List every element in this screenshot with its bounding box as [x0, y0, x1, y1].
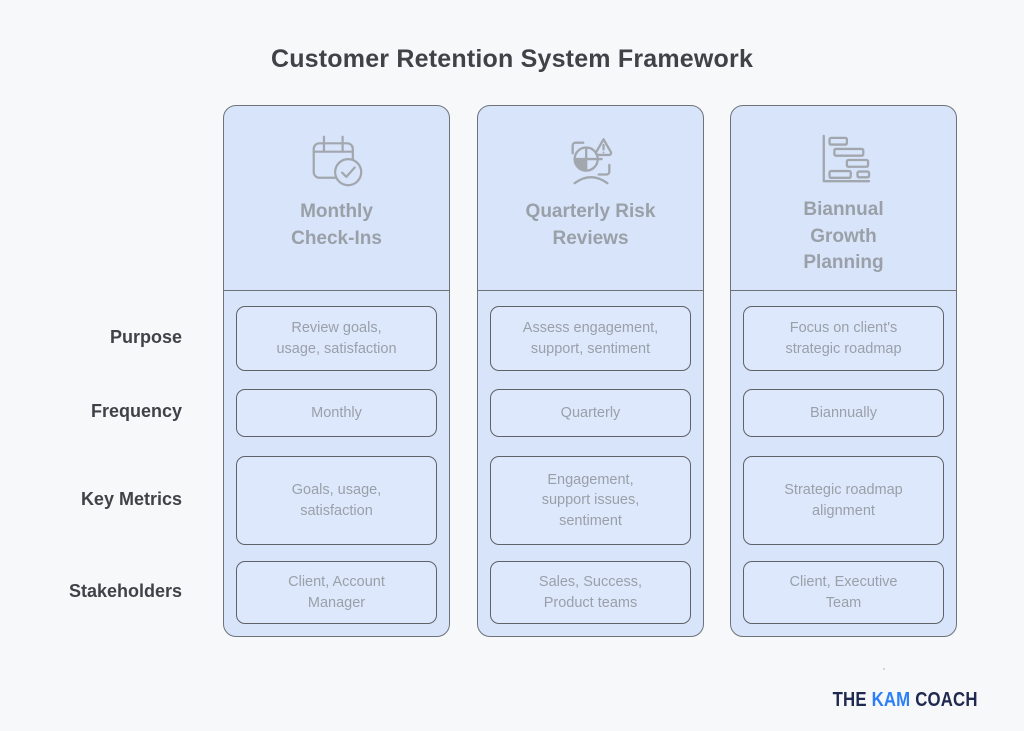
logo-word-the: THE [832, 689, 868, 711]
column-quarterly-risk-reviews: Quarterly Risk Reviews Assess engagement… [477, 105, 704, 637]
column-header: Quarterly Risk Reviews [478, 106, 703, 291]
cell-key-metrics: Engagement, support issues, sentiment [490, 456, 691, 545]
cell-frequency: Biannually [743, 389, 944, 437]
row-label-frequency: Frequency [90, 401, 182, 421]
gantt-chart-icon [822, 134, 870, 183]
cell-stakeholders: Client, Executive Team [743, 561, 944, 624]
row-label-purpose: Purpose [109, 327, 182, 347]
logo-word-kam: KAM [871, 689, 911, 711]
speck-artifact [883, 668, 885, 670]
logo-word-coach: COACH [915, 689, 978, 711]
brand-logo: THE KAM COACH [833, 689, 978, 712]
column-monthly-check-ins: Monthly Check-Ins Review goals, usage, s… [223, 105, 450, 637]
cell-key-metrics: Goals, usage, satisfaction [236, 456, 437, 545]
row-label-stakeholders: Stakeholders [68, 581, 182, 601]
column-title: Quarterly Risk Reviews [525, 201, 656, 249]
cell-purpose: Review goals, usage, satisfaction [236, 306, 437, 371]
page-title: Customer Retention System Framework [270, 45, 754, 73]
cell-stakeholders: Sales, Success, Product teams [490, 561, 691, 624]
calendar-check-icon [312, 135, 362, 187]
cell-key-metrics: Strategic roadmap alignment [743, 456, 944, 545]
cell-purpose: Focus on client's strategic roadmap [743, 306, 944, 371]
risk-review-warning-icon [571, 138, 612, 185]
column-biannual-growth-planning: Biannual Growth Planning Focus on client… [730, 105, 957, 637]
row-label-key-metrics: Key Metrics [80, 489, 182, 509]
column-header: Monthly Check-Ins [224, 106, 449, 291]
column-header: Biannual Growth Planning [731, 106, 956, 291]
column-title: Biannual Growth Planning [803, 199, 884, 274]
cell-stakeholders: Client, Account Manager [236, 561, 437, 624]
column-title: Monthly Check-Ins [291, 201, 382, 249]
cell-frequency: Quarterly [490, 389, 691, 437]
cell-purpose: Assess engagement, support, sentiment [490, 306, 691, 371]
cell-frequency: Monthly [236, 389, 437, 437]
